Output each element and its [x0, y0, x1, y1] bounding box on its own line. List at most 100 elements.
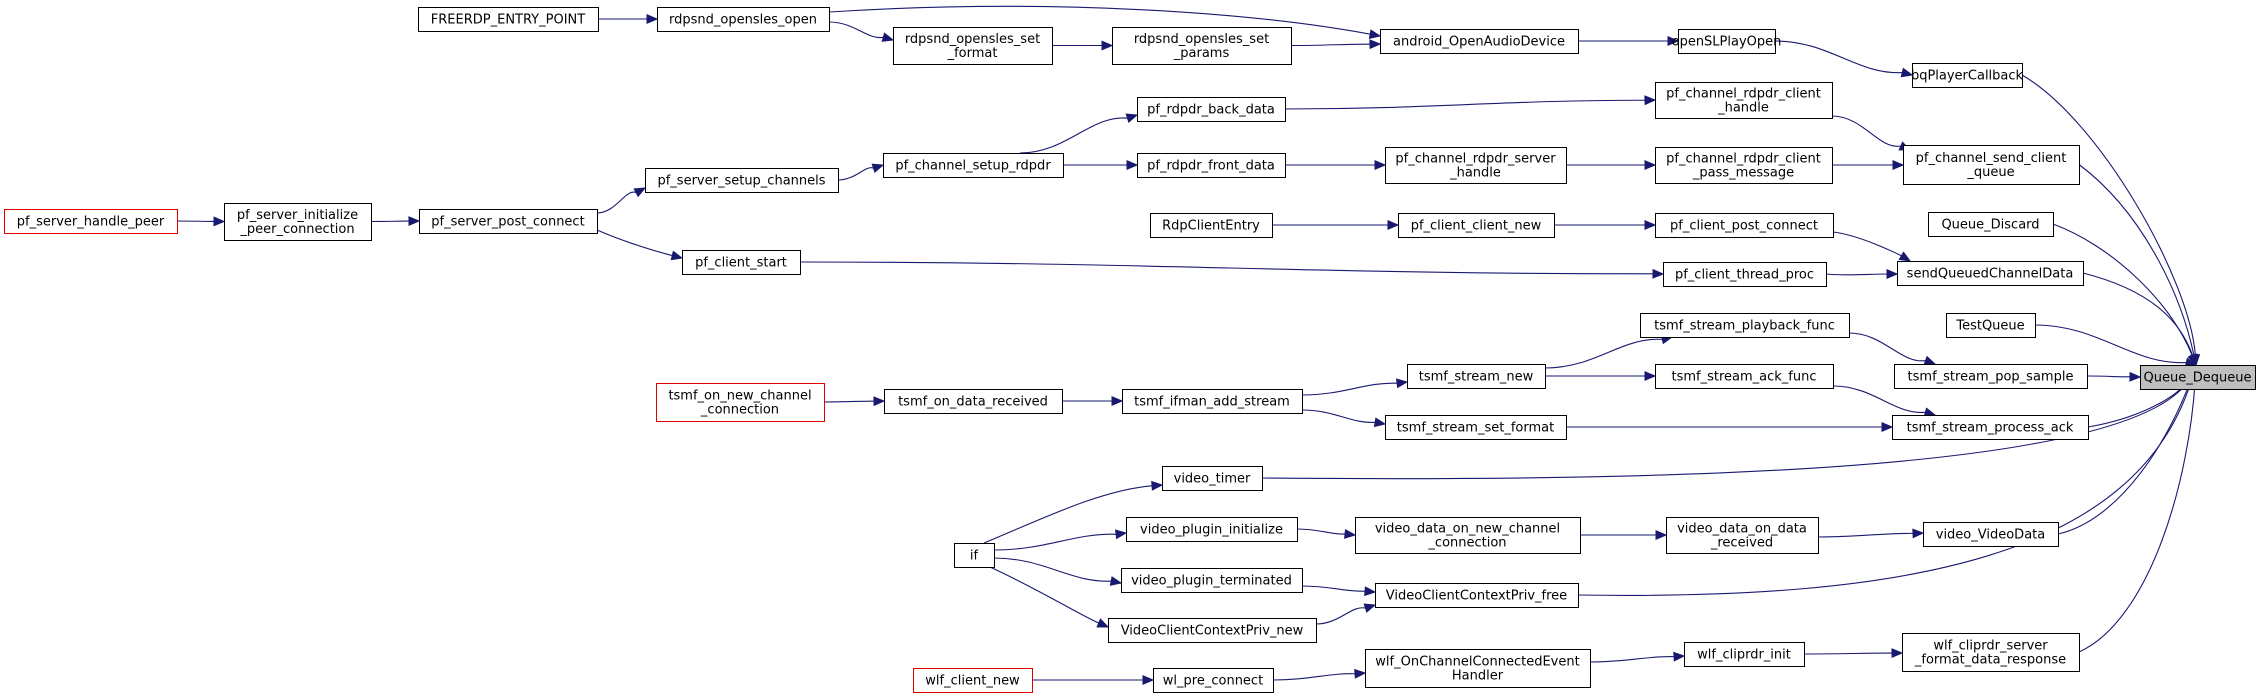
node-box	[1923, 522, 2059, 547]
node-box	[1928, 212, 2054, 237]
node-wlf-cliprdr-init[interactable]: wlf_cliprdr_init	[1684, 642, 1805, 667]
node-rdpsnd-opensles-set-params[interactable]: rdpsnd_opensles_set_params	[1112, 27, 1292, 65]
node-box	[1655, 364, 1834, 389]
node-tsmf-stream-set-format[interactable]: tsmf_stream_set_format	[1385, 415, 1567, 440]
node-wlf-client-new[interactable]: wlf_client_new	[913, 668, 1033, 693]
node-rdpsnd-opensles-open[interactable]: rdpsnd_opensles_open	[657, 7, 830, 32]
node-tsmf-stream-new[interactable]: tsmf_stream_new	[1407, 364, 1546, 389]
node-sendqueuedchanneldata[interactable]: sendQueuedChannelData	[1897, 261, 2084, 286]
arrowhead	[1363, 603, 1377, 613]
edge-pf_server_post_connect-to-pf_client_start	[596, 229, 684, 261]
node-box	[4, 209, 178, 234]
node-label: Handler	[1452, 669, 1504, 684]
node-rdpsnd-opensles-set-format[interactable]: rdpsnd_opensles_set_format	[893, 27, 1053, 65]
arrowhead	[1096, 618, 1110, 628]
node-videoclientcontextpriv-new[interactable]: VideoClientContextPriv_new	[1108, 618, 1317, 643]
node-video-timer[interactable]: video_timer	[1162, 466, 1263, 491]
node-pf-client-start[interactable]: pf_client_start	[682, 250, 801, 275]
node-freerdp-entry-point[interactable]: FREERDP_ENTRY_POINT	[418, 7, 599, 32]
node-tsmf-stream-playback-func[interactable]: tsmf_stream_playback_func	[1640, 313, 1850, 338]
node-video-data-on-data-received[interactable]: video_data_on_data_received	[1666, 517, 1819, 554]
node-pf-server-initialize-peer-connection[interactable]: pf_server_initialize_peer_connection	[224, 203, 372, 241]
node-pf-channel-send-client-queue[interactable]: pf_channel_send_client_queue	[1903, 145, 2080, 185]
edge-line	[1296, 528, 1346, 535]
arrowhead	[1369, 39, 1382, 50]
node-pf-rdpdr-front-data[interactable]: pf_rdpdr_front_data	[1137, 153, 1286, 178]
node-box	[1902, 633, 2080, 672]
edge-pf_channel_rdpdr_client_handle-to-pf_channel_send_client_queue	[1831, 115, 1912, 151]
node-wl-pre-connect[interactable]: wl_pre_connect	[1153, 668, 1274, 693]
edge-wlf_client_new-to-wl_pre_connect	[1032, 675, 1155, 685]
edge-video_plugin_initialize-to-video_data_on_new_channel_connection	[1296, 528, 1357, 539]
node-video-data-on-new-channel-connection[interactable]: video_data_on_new_channel_connection	[1355, 517, 1581, 554]
node-bqplayercallback[interactable]: bqPlayerCallback	[1911, 63, 2024, 88]
node-label: Queue_Dequeue	[2144, 371, 2252, 386]
arrowhead	[1898, 251, 1912, 262]
node-box	[1684, 642, 1805, 667]
edge-wlf_onchannelconnectedeventhandler-to-wlf_cliprdr_init	[1589, 651, 1686, 663]
node-pf-channel-rdpdr-client-pass-message[interactable]: pf_channel_rdpdr_client_pass_message	[1655, 147, 1833, 184]
node-pf-server-setup-channels[interactable]: pf_server_setup_channels	[645, 168, 839, 193]
node-tsmf-stream-ack-func[interactable]: tsmf_stream_ack_func	[1655, 364, 1834, 389]
node-pf-channel-rdpdr-client-handle[interactable]: pf_channel_rdpdr_client_handle	[1655, 82, 1833, 119]
node-tsmf-ifman-add-stream[interactable]: tsmf_ifman_add_stream	[1122, 389, 1303, 414]
node-tsmf-on-new-channel-connection[interactable]: tsmf_on_new_channel_connection	[656, 383, 825, 422]
arrowhead	[1101, 40, 1114, 51]
arrowhead	[1912, 528, 1925, 539]
arrowhead	[1923, 355, 1937, 366]
node-label: video_timer	[1174, 472, 1251, 487]
arrowhead	[1387, 220, 1400, 230]
node-label: android_OpenAudioDevice	[1393, 35, 1565, 50]
edge-line	[1825, 273, 1888, 276]
node-label: wl_pre_connect	[1163, 674, 1263, 689]
node-video-videodata[interactable]: video_VideoData	[1923, 522, 2059, 547]
arrowhead	[1126, 160, 1139, 170]
node-box	[1663, 262, 1827, 287]
edge-pf_server_post_connect-to-pf_server_setup_channels	[596, 187, 647, 214]
node-tsmf-on-data-received[interactable]: tsmf_on_data_received	[884, 389, 1063, 414]
node-box	[1380, 29, 1579, 54]
node-pf-channel-rdpdr-server-handle[interactable]: pf_channel_rdpdr_server_handle	[1385, 147, 1567, 184]
node-label: _params	[1173, 46, 1230, 61]
edge-videoclientcontextpriv_free-to-queue_dequeue	[1577, 363, 2198, 596]
node-queue-discard[interactable]: Queue_Discard	[1928, 212, 2054, 237]
edge-line	[799, 261, 1654, 275]
node-rdpcliententry[interactable]: RdpClientEntry	[1150, 213, 1273, 238]
node-label: bqPlayerCallback	[1911, 69, 2024, 84]
node-pf-server-handle-peer[interactable]: pf_server_handle_peer	[4, 209, 178, 234]
arrowhead	[1644, 160, 1657, 170]
node-queue-dequeue[interactable]: Queue_Dequeue	[2140, 365, 2256, 390]
edge-line	[2082, 272, 2194, 356]
node-pf-server-post-connect[interactable]: pf_server_post_connect	[419, 209, 598, 234]
node-label: FREERDP_ENTRY_POINT	[431, 13, 585, 28]
node-video-plugin-terminated[interactable]: video_plugin_terminated	[1121, 568, 1303, 593]
node-label: _connection	[700, 403, 779, 418]
node-android-openaudiodevice[interactable]: android_OpenAudioDevice	[1380, 29, 1579, 54]
node-pf-client-client-new[interactable]: pf_client_client_new	[1398, 213, 1555, 238]
node-box	[1912, 63, 2023, 88]
node-label: pf_channel_rdpdr_server	[1395, 152, 1556, 167]
node-video-plugin-initialize[interactable]: video_plugin_initialize	[1126, 517, 1298, 542]
node-box	[682, 250, 801, 275]
node-opensl-playopen[interactable]: openSLPlayOpen	[1672, 29, 1782, 54]
node-pf-channel-setup-rdpdr[interactable]: pf_channel_setup_rdpdr	[883, 153, 1064, 178]
edge-tsmf_stream_playback_func-to-tsmf_stream_pop_sample	[1848, 332, 1937, 366]
node-label: pf_channel_rdpdr_client	[1666, 87, 1821, 102]
node-pf-client-thread-proc[interactable]: pf_client_thread_proc	[1663, 262, 1827, 287]
edge-line	[993, 557, 1112, 582]
edge-line	[1315, 607, 1366, 625]
node-tsmf-stream-process-ack[interactable]: tsmf_stream_process_ack	[1892, 415, 2089, 440]
node-videoclientcontextpriv-free[interactable]: VideoClientContextPriv_free	[1375, 583, 1579, 608]
edge-testqueue-to-queue_dequeue	[2034, 324, 2198, 368]
node-tsmf-stream-pop-sample[interactable]: tsmf_stream_pop_sample	[1894, 364, 2088, 389]
node-label: tsmf_stream_pop_sample	[1908, 370, 2074, 385]
edge-pf_channel_rdpdr_client_pass_message-to-pf_channel_send_client_queue	[1832, 160, 1905, 170]
node-if-node[interactable]: if	[954, 543, 995, 568]
node-pf-rdpdr-back-data[interactable]: pf_rdpdr_back_data	[1137, 97, 1286, 122]
node-wlf-cliprdr-server-format-data-response[interactable]: wlf_cliprdr_server_format_data_response	[1902, 633, 2080, 672]
node-testqueue[interactable]: TestQueue	[1946, 313, 2036, 338]
edge-pf_client_thread_proc-to-sendqueuedchanneldata	[1825, 269, 1899, 279]
node-pf-client-post-connect[interactable]: pf_client_post_connect	[1655, 213, 1834, 238]
arrowhead	[1881, 422, 1894, 432]
